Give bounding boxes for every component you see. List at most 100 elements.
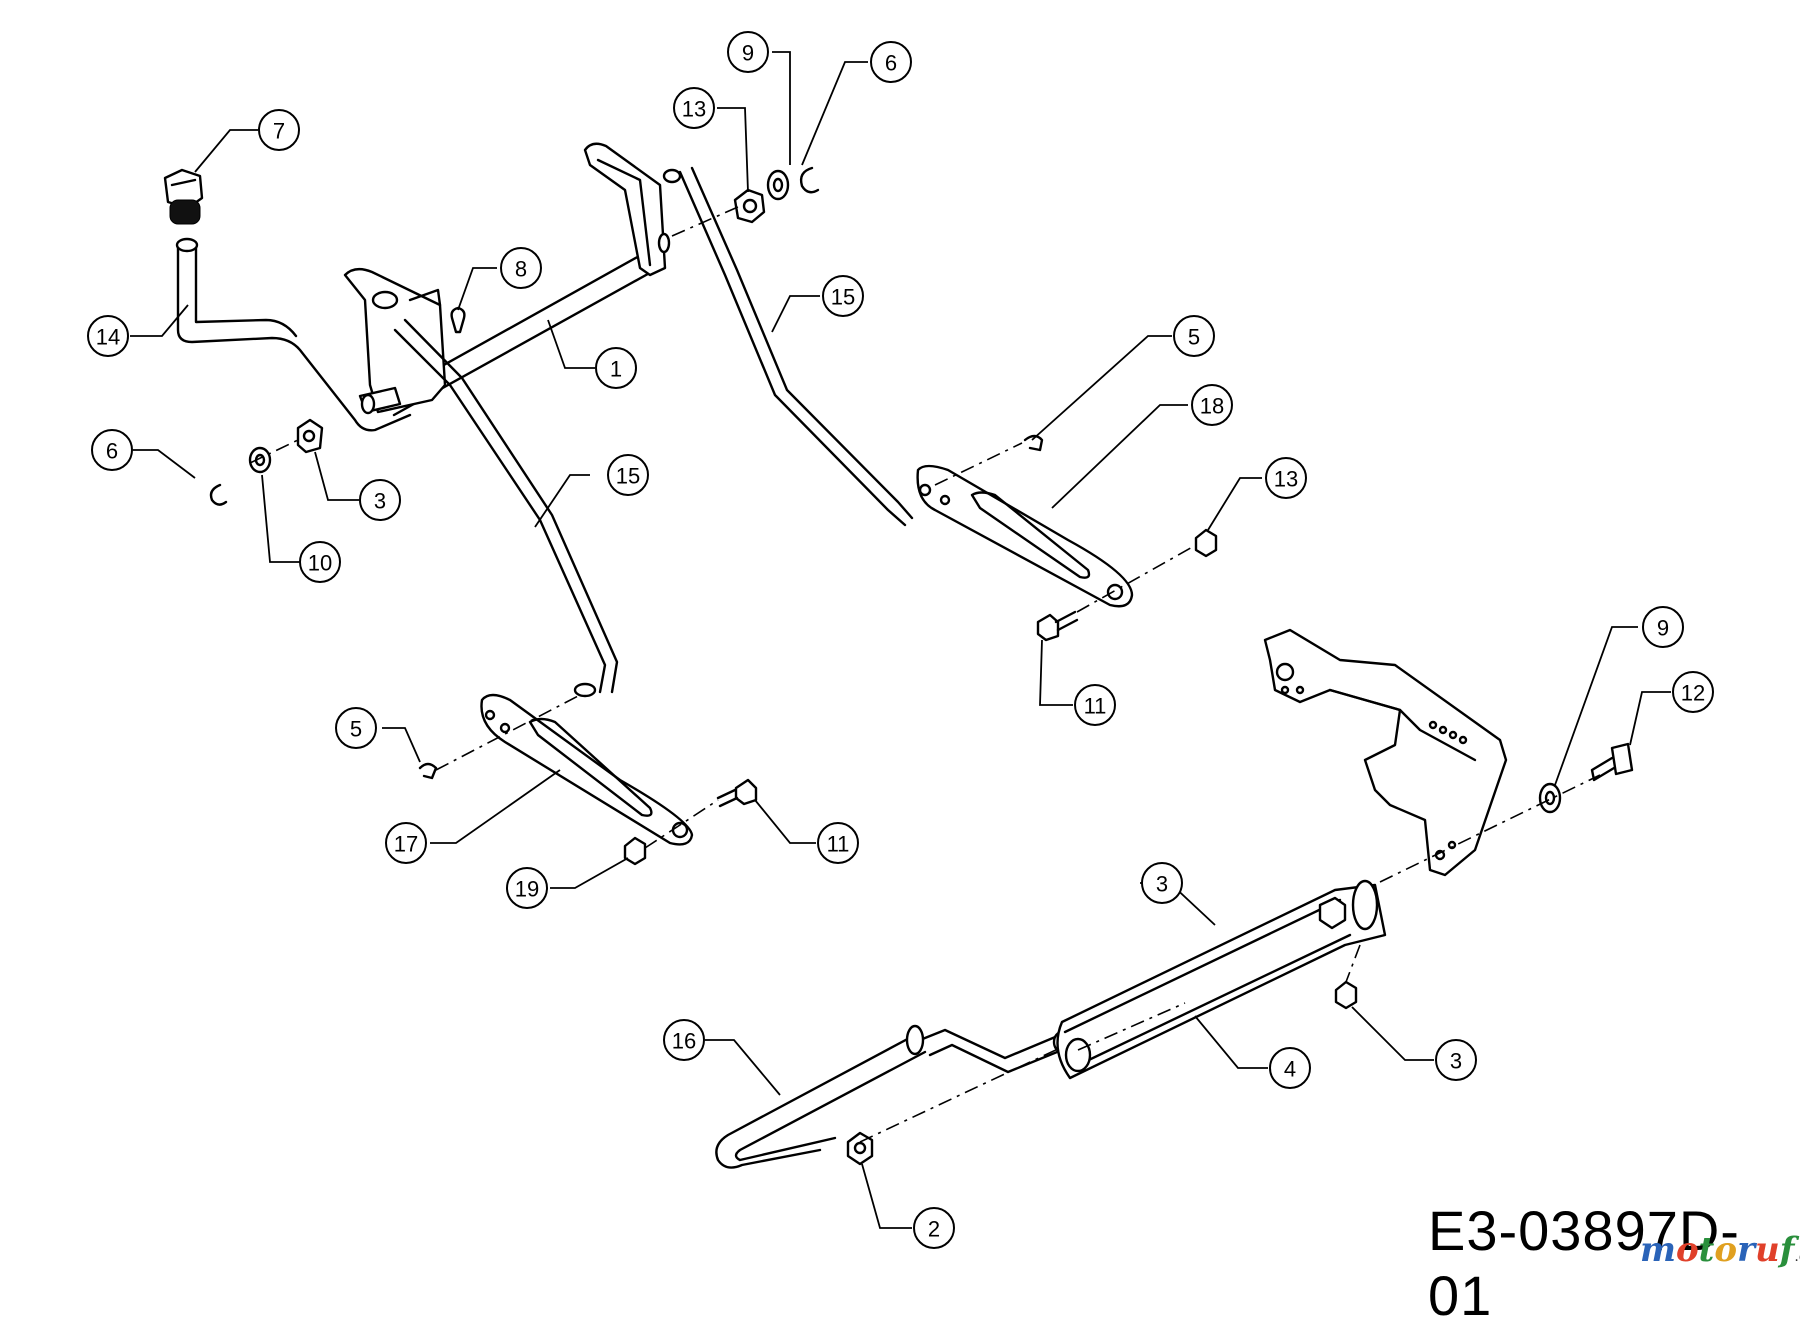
callout-circle [359,479,401,521]
callout-label: 12 [1681,681,1705,706]
assembly-lines [249,206,1601,1143]
hand-lever-part-14 [175,237,412,432]
callout-12: 12 [1672,671,1714,713]
callout-3: 3 [359,479,401,521]
callout-circle [258,109,300,151]
callout-2: 2 [913,1207,955,1249]
callout-label: 15 [831,285,855,310]
callout-5: 5 [1173,315,1215,357]
callout-6: 6 [870,41,912,83]
callout-14: 14 [87,315,129,357]
frame-bracket [1263,628,1508,877]
nut-part-3-lower [623,836,647,866]
callout-label: 19 [515,877,539,902]
callout-label: 3 [1450,1049,1462,1074]
callout-label: 18 [1200,394,1224,419]
callout-5: 5 [335,707,377,749]
callout-label: 4 [1284,1057,1296,1082]
lift-arm-part-18 [916,464,1134,608]
washer-part-10 [1538,782,1562,814]
callout-6: 6 [91,429,133,471]
callout-label: 17 [394,832,418,857]
callout-circle [817,822,859,864]
callout-label: 1 [610,357,622,382]
callout-16: 16 [663,1019,705,1061]
callout-circle [1269,1047,1311,1089]
callout-circle [913,1207,955,1249]
callout-8: 8 [500,247,542,289]
bushing-part-13-lower [296,418,324,454]
knob-part-7 [163,168,204,225]
bolt-part-11-lower [734,778,758,806]
clip-part-6-upper [799,166,820,194]
lift-arm-part-17 [480,693,694,846]
callout-label: 9 [742,41,754,66]
callout-9: 9 [727,31,769,73]
callout-label: 7 [273,119,285,144]
callout-15: 15 [607,454,649,496]
callout-circle [1642,606,1684,648]
callout-circle [385,822,427,864]
callout-circle [607,454,649,496]
callout-circle [1435,1039,1477,1081]
callout-9: 9 [1642,606,1684,648]
callout-circle [506,867,548,909]
callout-7: 7 [258,109,300,151]
clip-part-5-lower [418,762,438,780]
callout-label: 15 [616,464,640,489]
rod-part-16 [715,1024,1072,1169]
callout-17: 17 [385,822,427,864]
callout-label: 11 [1084,694,1107,719]
callout-label: 2 [928,1217,940,1242]
callout-circle [673,87,715,129]
callout-label: 3 [1156,872,1168,897]
nut-part-3-upper [1194,528,1218,558]
leader-lines [130,51,1671,1229]
link-rod-part-15-right [662,166,914,527]
callout-circle [1265,457,1307,499]
shaft-part-1 [343,142,671,417]
lift-bar-part-19 [1056,879,1387,1080]
callout-label: 13 [1274,467,1298,492]
callout-18: 18 [1191,384,1233,426]
callout-label: 6 [106,439,118,464]
callout-circle [870,41,912,83]
callout-11: 11 [1074,684,1116,726]
callout-circle [595,347,637,389]
callout-circle [299,541,341,583]
callout-circle [87,315,129,357]
callout-circle [1191,384,1233,426]
washer-part-9-lower [248,446,272,474]
callout-19: 19 [506,867,548,909]
callout-label: 5 [1188,325,1200,350]
callout-label: 3 [374,489,386,514]
washer-part-9-upper [766,169,790,201]
callout-4: 4 [1269,1047,1311,1089]
callout-circle [822,275,864,317]
callout-circle [500,247,542,289]
callout-label: 9 [1657,616,1669,641]
callout-15: 15 [822,275,864,317]
callout-10: 10 [299,541,341,583]
nut-part-2 [846,1131,874,1166]
callout-1: 1 [595,347,637,389]
clip-part-6-lower [209,483,228,506]
spring-part-8 [450,306,466,334]
nut-part-3-bar [1334,980,1358,1010]
callout-circle [727,31,769,73]
callout-13: 13 [1265,457,1307,499]
nut-part-13-upper [733,188,766,224]
callout-13: 13 [673,87,715,129]
callout-label: 6 [885,51,897,76]
watermark-logo: motoruf.de [1640,1230,1800,1270]
callout-label: 16 [672,1029,696,1054]
callout-circle [1141,862,1183,904]
bolt-part-11-upper [1036,613,1060,642]
callout-circle [91,429,133,471]
callout-circle [335,707,377,749]
callout-3: 3 [1435,1039,1477,1081]
callout-label: 8 [515,257,527,282]
callout-label: 10 [308,551,332,576]
